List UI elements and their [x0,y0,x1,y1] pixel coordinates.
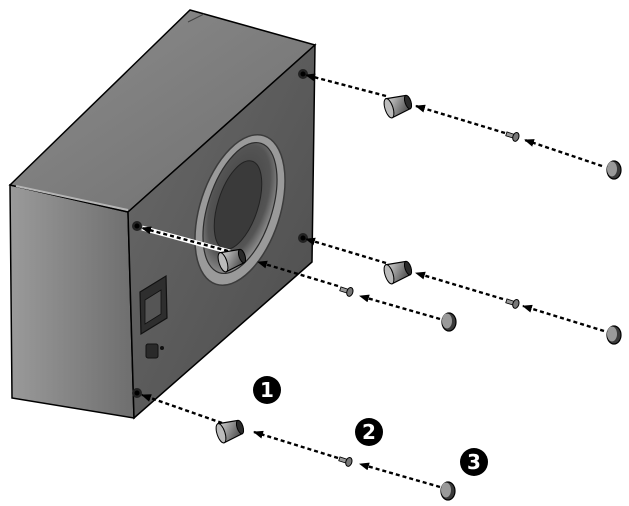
screw-icon [339,286,354,297]
mount-hole-icon [298,233,308,243]
cabinet-top-mark [187,13,205,23]
callout-2-label: 2 [362,420,376,444]
pad-icon [441,312,457,332]
callout-3-label: 3 [467,450,481,474]
guide-line [359,294,441,321]
pad-icon [606,160,622,180]
callout-1-label: 1 [260,378,274,402]
woofer-port [194,134,286,286]
screws [338,131,520,467]
feet [215,94,413,444]
guide-line [305,73,387,98]
pad-icon [440,481,456,501]
screw-icon [505,131,520,142]
guide-line [415,271,504,301]
callout-1: 1 [253,376,281,404]
foot-icon [383,260,413,285]
mount-hole-icon [298,69,308,79]
foot-icon [215,419,245,444]
screw-icon [338,456,353,467]
guide-line [524,138,603,168]
cabinet-side-face [9,184,135,419]
pads [440,160,622,501]
callout-3: 3 [460,448,488,476]
screw-icon [505,298,520,309]
cabinet-edge-highlight [15,185,129,211]
dashed-guides [141,73,605,489]
guide-line [305,237,387,265]
mount-hole-icon [132,388,142,398]
guide-line [253,430,339,460]
power-inlet-icon [145,343,164,359]
guide-line [141,393,223,425]
mount-hole-icon [132,221,142,231]
guide-line [359,462,441,489]
callout-2: 2 [355,418,383,446]
speaker-cabinet [8,9,317,420]
guide-line [522,304,605,333]
guide-line [141,226,229,253]
guide-line [415,104,506,135]
foot-icon [217,248,247,273]
foot-icon [383,94,413,119]
pad-icon [606,325,622,345]
connector-panel [139,274,168,336]
